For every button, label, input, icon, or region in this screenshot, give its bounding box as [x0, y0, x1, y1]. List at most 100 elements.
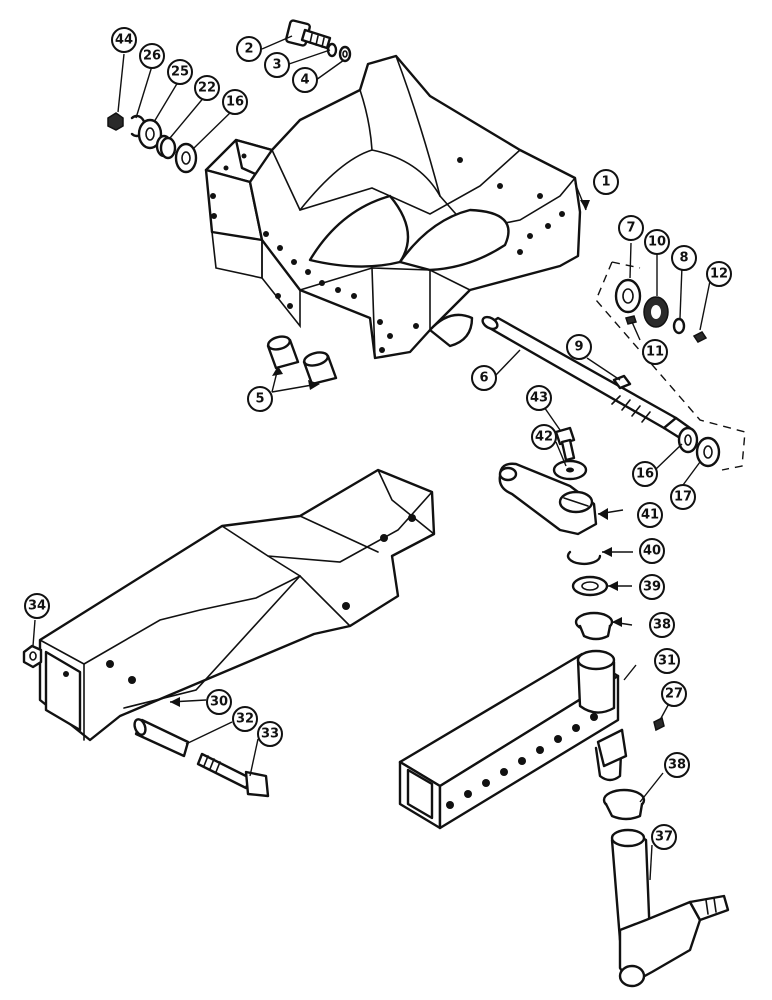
- bolt-33: [196, 752, 270, 798]
- svg-text:7: 7: [626, 221, 635, 236]
- leader-arrowheads: [170, 200, 622, 707]
- bushing-5-a: [266, 335, 300, 370]
- thrust-washer-16-right: [677, 426, 699, 454]
- callout-8: 8: [671, 245, 697, 271]
- collar-7: [614, 278, 642, 314]
- pin-32: [133, 718, 190, 758]
- washer-39: [571, 575, 609, 597]
- svg-text:4: 4: [300, 73, 309, 88]
- svg-text:40: 40: [643, 544, 661, 559]
- svg-text:27: 27: [665, 687, 683, 702]
- spindle-37: [610, 828, 730, 988]
- grease-fitting-27: [653, 716, 665, 732]
- bushing-38-top: [574, 611, 614, 641]
- svg-text:6: 6: [479, 371, 488, 386]
- callout-32: 32: [232, 706, 258, 732]
- svg-text:1: 1: [601, 175, 610, 190]
- callout-12: 12: [706, 261, 732, 287]
- callout-16-right: 16: [632, 461, 658, 487]
- washer-8: [672, 317, 686, 335]
- callout-42: 42: [531, 424, 557, 450]
- callout-1: 1: [593, 169, 619, 195]
- callout-39: 39: [639, 574, 665, 600]
- svg-text:16: 16: [226, 95, 244, 110]
- washer-25: [137, 118, 163, 150]
- callout-9: 9: [566, 334, 592, 360]
- svg-text:42: 42: [535, 430, 553, 445]
- axle-support-housing: [204, 54, 582, 360]
- callout-44: 44: [111, 27, 137, 53]
- svg-text:43: 43: [530, 391, 548, 406]
- callout-40: 40: [639, 538, 665, 564]
- svg-text:26: 26: [143, 49, 161, 64]
- svg-text:39: 39: [643, 580, 661, 595]
- bolt-43: [554, 426, 576, 462]
- svg-text:12: 12: [710, 267, 728, 282]
- axle-beam-30: [38, 468, 436, 742]
- svg-text:8: 8: [679, 251, 688, 266]
- callout-5: 5: [247, 386, 273, 412]
- washer-4: [338, 45, 352, 63]
- dashed-assembly-outline: [595, 261, 746, 471]
- svg-text:37: 37: [655, 830, 673, 845]
- svg-text:38: 38: [668, 758, 686, 773]
- steering-arm-41: [498, 462, 598, 536]
- svg-text:44: 44: [115, 33, 133, 48]
- callout-34: 34: [24, 593, 50, 619]
- svg-text:34: 34: [28, 599, 46, 614]
- svg-text:41: 41: [641, 508, 659, 523]
- thrust-washer-16-top: [174, 142, 198, 174]
- callout-31: 31: [654, 648, 680, 674]
- callout-16-top: 16: [222, 89, 248, 115]
- bushing-5-b: [302, 351, 338, 386]
- callout-43: 43: [526, 385, 552, 411]
- svg-text:17: 17: [674, 490, 692, 505]
- callout-38-top: 38: [649, 612, 675, 638]
- callout-30: 30: [206, 689, 232, 715]
- washer-42: [552, 459, 588, 481]
- callout-27: 27: [661, 681, 687, 707]
- callout-7: 7: [618, 215, 644, 241]
- callout-33: 33: [257, 721, 283, 747]
- callout-6: 6: [471, 365, 497, 391]
- bushing-38-bottom: [602, 788, 646, 821]
- axle-extension-31: [398, 649, 628, 830]
- svg-text:10: 10: [648, 235, 666, 250]
- svg-text:33: 33: [261, 727, 279, 742]
- bolt-2: [285, 19, 332, 50]
- svg-text:3: 3: [272, 58, 281, 73]
- svg-text:22: 22: [198, 81, 216, 96]
- svg-text:31: 31: [658, 654, 676, 669]
- snap-ring-40: [566, 550, 602, 566]
- svg-text:32: 32: [236, 712, 254, 727]
- svg-text:5: 5: [255, 392, 264, 407]
- svg-text:11: 11: [646, 345, 664, 360]
- nut-44: [107, 112, 124, 131]
- callout-41: 41: [637, 502, 663, 528]
- callout-4: 4: [292, 67, 318, 93]
- svg-text:2: 2: [244, 42, 253, 57]
- set-screw-11: [625, 315, 637, 325]
- callout-38-bottom: 38: [664, 752, 690, 778]
- callout-3: 3: [264, 52, 290, 78]
- callout-11: 11: [642, 339, 668, 365]
- svg-text:9: 9: [574, 340, 583, 355]
- callout-22: 22: [194, 75, 220, 101]
- callout-17: 17: [670, 484, 696, 510]
- bushing-22: [155, 134, 177, 160]
- washer-17: [695, 436, 721, 468]
- svg-text:38: 38: [653, 618, 671, 633]
- callout-25: 25: [167, 59, 193, 85]
- callout-2: 2: [236, 36, 262, 62]
- callout-26: 26: [139, 43, 165, 69]
- svg-text:16: 16: [636, 467, 654, 482]
- nut-34: [22, 644, 43, 669]
- screw-12: [692, 331, 708, 343]
- svg-text:25: 25: [171, 65, 189, 80]
- clamp-collar-10: [643, 296, 669, 328]
- pivot-pin-6: [481, 315, 692, 440]
- callout-37: 37: [651, 824, 677, 850]
- callout-10: 10: [644, 229, 670, 255]
- svg-text:30: 30: [210, 695, 228, 710]
